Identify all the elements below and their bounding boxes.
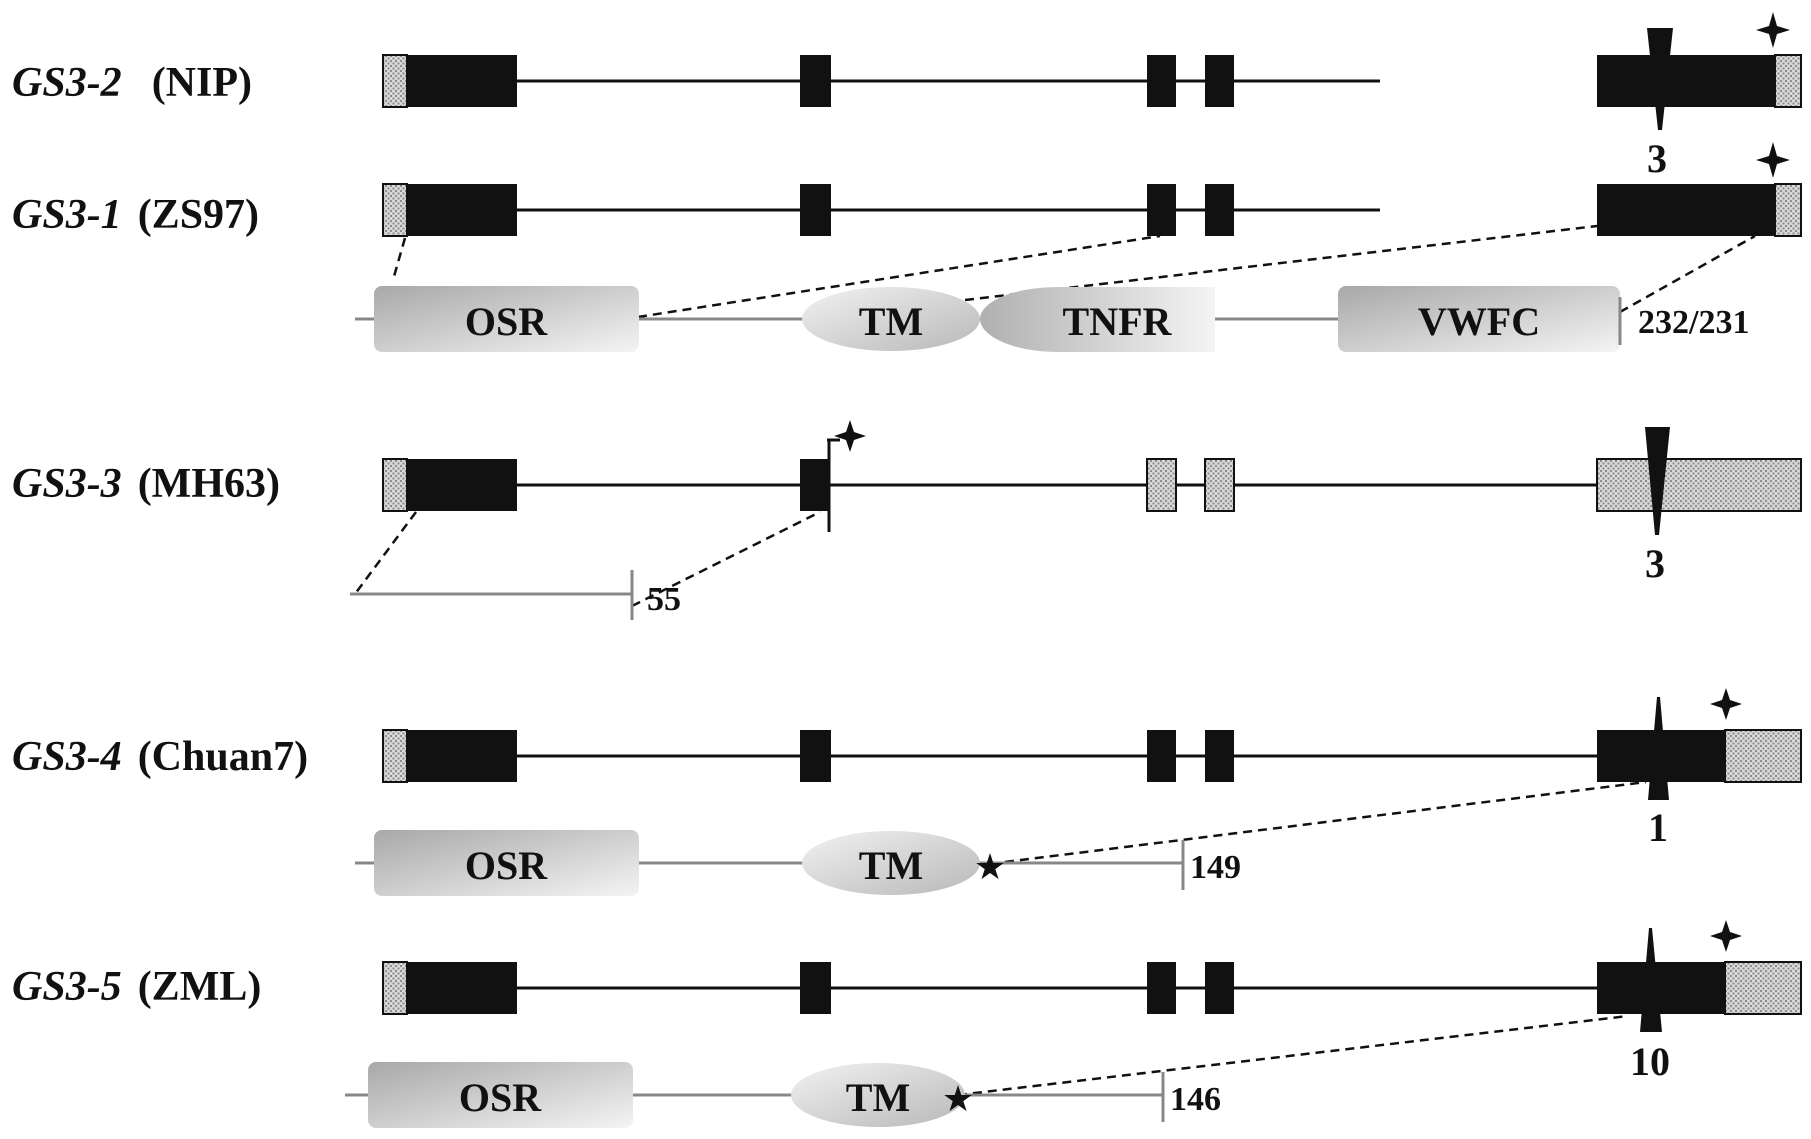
truncation-star-icon: ★ <box>942 1079 974 1120</box>
mapping-lines <box>957 1014 1629 1097</box>
exon-2 <box>800 962 831 1014</box>
domain-tm-label: TM <box>846 1075 910 1120</box>
variety-name: (NIP) <box>152 60 252 106</box>
domain-osr <box>374 830 639 896</box>
svg-text:GS3-1(ZS97): GS3-1 (ZS97) <box>12 192 259 238</box>
deletion-size: 3 <box>1645 541 1665 586</box>
svg-text:GS3-5(ZML): GS3-5 (ZML) <box>12 964 261 1010</box>
exon-3 <box>1147 55 1176 107</box>
stop-codon-star4-icon <box>1756 142 1790 178</box>
exon-1 <box>407 459 517 511</box>
exon-3 <box>1147 730 1176 782</box>
domain-vwfc <box>1338 286 1620 352</box>
domain-tm-label: TM <box>859 843 923 888</box>
exon-3 <box>1147 962 1176 1014</box>
protein-length: 149 <box>1190 849 1241 886</box>
gene-gs3-5: GS3-5 (ZML) 10 <box>12 920 1802 1097</box>
exon-4 <box>1205 55 1234 107</box>
exon-2 <box>800 730 831 782</box>
protein-gs3-1: OSR TM TNFR VWFC 232/231 <box>355 286 1749 352</box>
allele-name: GS3-5 <box>12 964 122 1010</box>
utr5 <box>382 729 408 783</box>
domain-tm-label: TM <box>859 299 923 344</box>
utr5 <box>382 183 408 237</box>
exon-1 <box>407 962 517 1014</box>
utr5 <box>382 458 408 512</box>
utr3 <box>1724 729 1802 783</box>
utr3 <box>1774 183 1802 237</box>
exon-2 <box>800 184 831 236</box>
utr3 <box>1724 961 1802 1015</box>
domain-tnfr-label: TNFR <box>1063 299 1173 344</box>
insertion-size: 10 <box>1630 1039 1670 1084</box>
protein-length: 55 <box>647 581 681 618</box>
domain-osr <box>368 1062 633 1128</box>
stop-codon-star4-icon <box>1756 12 1790 48</box>
utr5 <box>382 54 408 108</box>
exon-3-utr <box>1146 458 1177 512</box>
svg-text:GS3-4(Chuan7): GS3-4 (Chuan7) <box>12 734 308 780</box>
exon-5 <box>1597 962 1725 1014</box>
exon-1 <box>407 55 517 107</box>
deletion-size: 3 <box>1647 136 1667 181</box>
exon-4-utr <box>1204 458 1235 512</box>
deletion-marker <box>1645 427 1670 535</box>
gene-gs3-3: GS3-3 (MH63) 3 <box>12 420 1802 608</box>
insertion-marker <box>1640 928 1662 1032</box>
gene-gs3-4: GS3-4 (Chuan7) 1 <box>12 688 1802 864</box>
exon-5-utr <box>1596 458 1802 512</box>
exon-5 <box>1597 184 1775 236</box>
exon-4 <box>1205 184 1234 236</box>
gene-gs3-1: GS3-1 (ZS97) <box>12 142 1802 319</box>
insertion-size: 1 <box>1648 805 1668 850</box>
gene-gs3-2: GS3-2 (NIP) 3 <box>12 12 1802 181</box>
domain-osr-label: OSR <box>465 843 548 888</box>
allele-name: GS3-4 <box>12 734 122 780</box>
allele-name: GS3-3 <box>12 461 122 507</box>
domain-osr <box>374 286 639 352</box>
exon-2 <box>800 55 831 107</box>
stop-codon-star4-icon <box>834 420 866 452</box>
domain-osr-label: OSR <box>459 1075 542 1120</box>
exon-1 <box>407 184 517 236</box>
domain-vwfc-label: VWFC <box>1418 299 1540 344</box>
svg-text:GS3-2(NIP): GS3-2 (NIP) <box>12 60 252 106</box>
mapping-lines <box>353 510 821 608</box>
exon-2 <box>800 459 829 511</box>
allele-name: GS3-2 <box>12 60 122 106</box>
domain-tnfr <box>980 287 1215 352</box>
svg-text:GS3-3(MH63): GS3-3 (MH63) <box>12 461 280 507</box>
exon-4 <box>1205 730 1234 782</box>
exon-5 <box>1597 55 1775 107</box>
variety-name: (Chuan7) <box>138 734 308 780</box>
protein-length: 146 <box>1170 1081 1221 1118</box>
domain-tm <box>802 831 980 895</box>
mapping-lines <box>1004 780 1647 864</box>
domain-tm <box>791 1063 965 1127</box>
domain-osr-label: OSR <box>465 299 548 344</box>
variety-name: (MH63) <box>138 461 280 507</box>
protein-length: 232/231 <box>1638 304 1749 341</box>
deletion-marker <box>1647 28 1673 130</box>
exon-3 <box>1147 184 1176 236</box>
utr5 <box>382 961 408 1015</box>
exon-1 <box>407 730 517 782</box>
protein-gs3-3: 55 <box>350 570 681 620</box>
exon-4 <box>1205 962 1234 1014</box>
variety-name: (ZS97) <box>138 192 259 238</box>
utr3 <box>1774 54 1802 108</box>
protein-gs3-4: OSR TM ★ 149 <box>355 830 1241 896</box>
stop-codon-star4-icon <box>1710 688 1742 720</box>
stop-codon-star4-icon <box>1710 920 1742 952</box>
allele-name: GS3-1 <box>12 192 122 238</box>
protein-gs3-5: OSR TM ★ 146 <box>345 1062 1221 1128</box>
insertion-marker <box>1648 697 1669 800</box>
domain-tm <box>802 287 980 351</box>
truncation-star-icon: ★ <box>974 847 1006 888</box>
variety-name: (ZML) <box>138 964 262 1010</box>
